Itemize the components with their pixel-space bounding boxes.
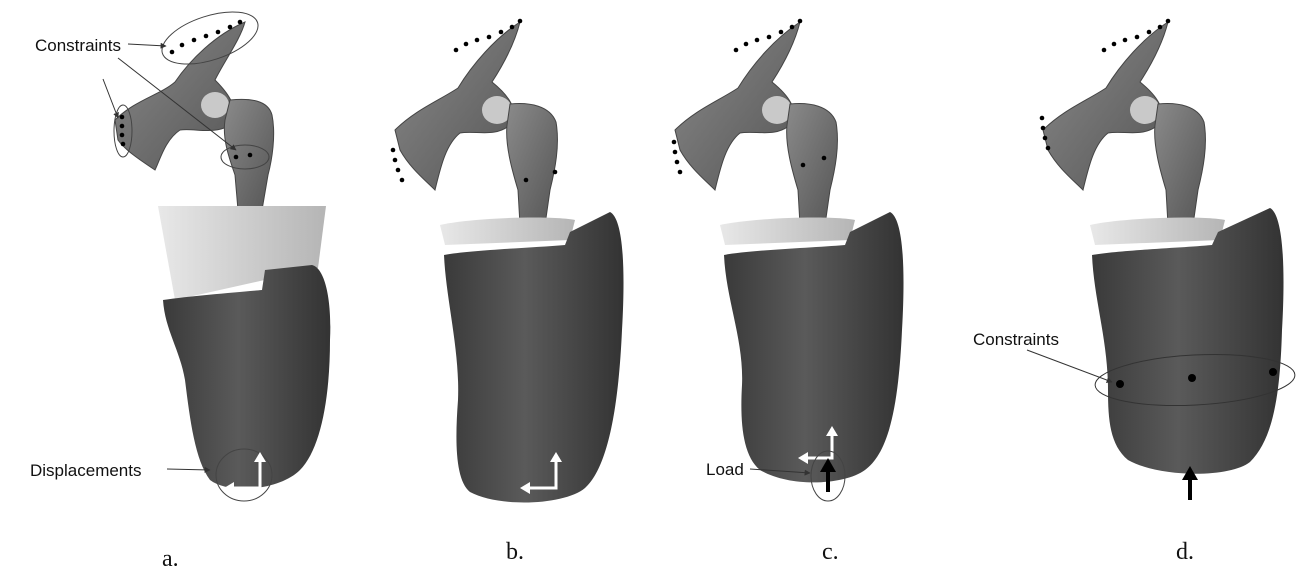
socket <box>163 265 330 489</box>
constraints-label: Constraints <box>973 330 1059 349</box>
socket <box>724 212 904 482</box>
femur <box>1155 104 1206 225</box>
socket <box>1092 208 1284 474</box>
femur <box>507 104 558 225</box>
liner <box>1090 218 1225 245</box>
panel-a: Constraints Displacements a. <box>30 2 330 572</box>
caption-d: d. <box>1176 539 1194 565</box>
caption-a: a. <box>162 546 179 572</box>
femoral-head <box>201 92 229 118</box>
caption-b: b. <box>506 539 524 565</box>
displacements-label: Displacements <box>30 461 142 480</box>
liner <box>440 218 575 245</box>
constraints-label: Constraints <box>35 36 121 55</box>
liner <box>720 218 855 245</box>
socket <box>444 212 624 503</box>
constraints-leader <box>1027 350 1112 382</box>
caption-c: c. <box>822 539 839 565</box>
load-label: Load <box>706 460 744 479</box>
femur <box>787 104 838 225</box>
panel-c: Load c. <box>672 19 904 565</box>
panel-b: b. <box>391 19 624 565</box>
panel-d: Constraints d. <box>973 19 1296 565</box>
